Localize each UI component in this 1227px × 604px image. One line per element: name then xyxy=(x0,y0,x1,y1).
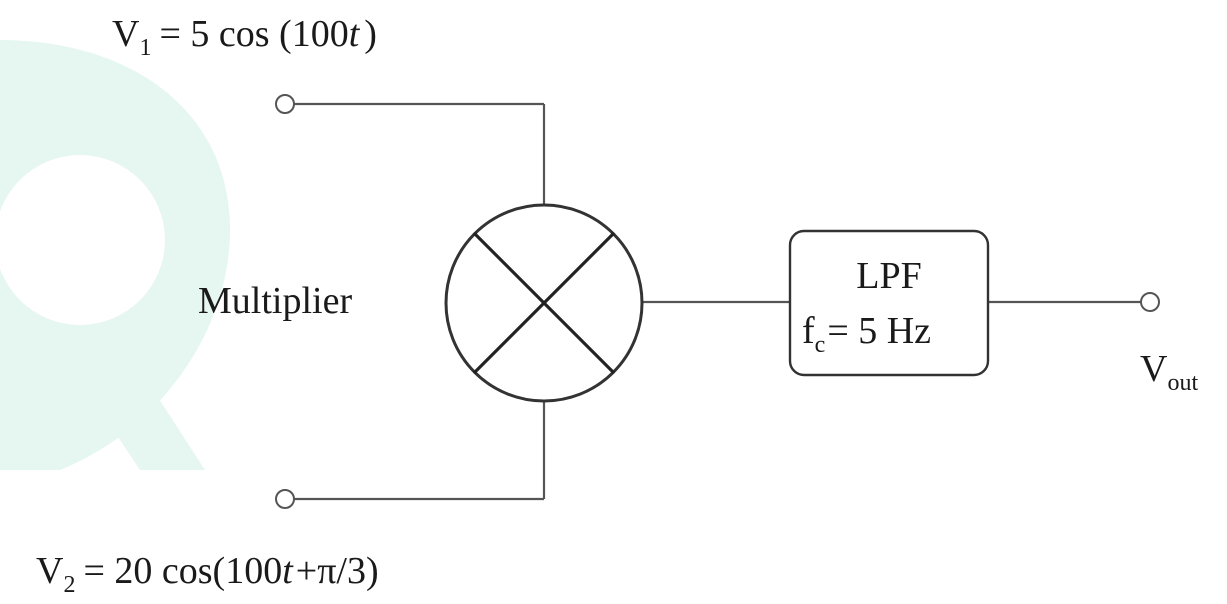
input1-label: V1= 5 cos (100t) xyxy=(112,13,377,61)
output-label: Vout xyxy=(1140,348,1198,396)
multiplier-symbol xyxy=(444,203,644,403)
output-terminal[interactable] xyxy=(1140,292,1160,312)
multiplier-label: Multiplier xyxy=(198,280,352,322)
watermark-logo xyxy=(0,40,230,470)
input1-terminal[interactable] xyxy=(275,94,295,114)
input2-terminal[interactable] xyxy=(275,489,295,509)
lpf-cutoff: fc= 5 Hz xyxy=(802,310,931,358)
lpf-block xyxy=(788,229,990,377)
wiring xyxy=(294,102,1141,501)
input2-label: V2= 20 cos(100t+π/3) xyxy=(36,550,379,598)
lpf-title: LPF xyxy=(856,255,921,297)
